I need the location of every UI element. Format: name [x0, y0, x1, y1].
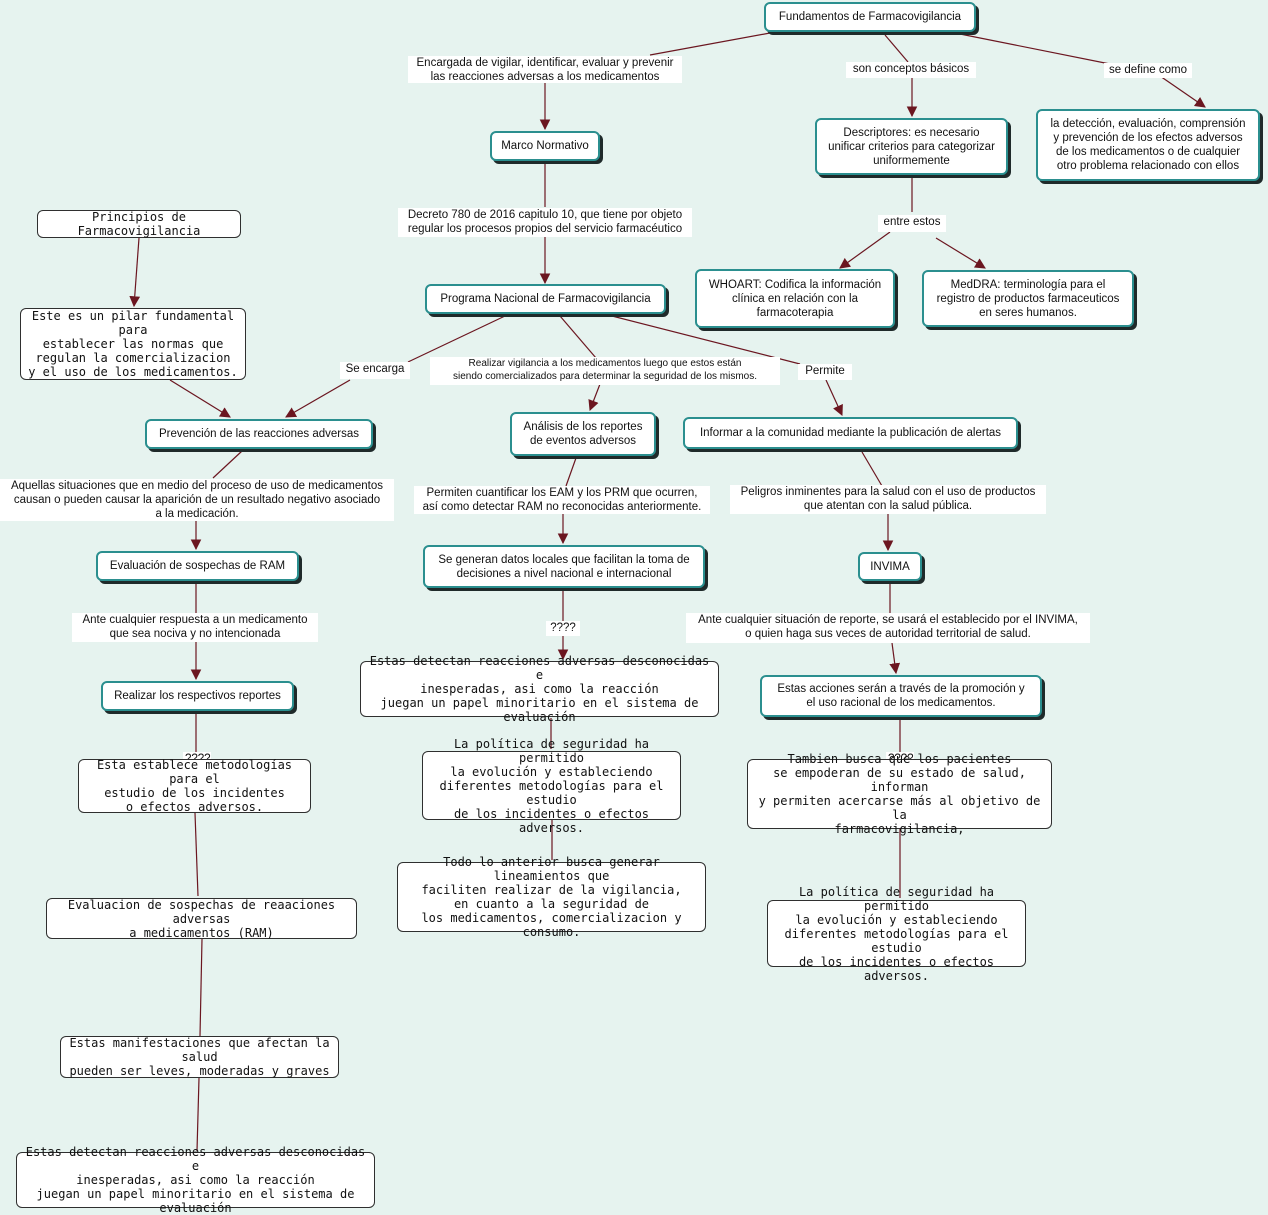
node-principios[interactable]: Principios de Farmacovigilancia	[37, 210, 241, 238]
label-ante-nociva: Ante cualquier respuesta a un medicament…	[72, 613, 318, 642]
label-entre-estos: entre estos	[878, 215, 946, 232]
label-unknown-left: ????	[183, 752, 211, 759]
node-fundamentos[interactable]: Fundamentos de Farmacovigilancia	[764, 2, 976, 32]
node-meddra[interactable]: MedDRA: terminología para el registro de…	[922, 270, 1134, 327]
label-encargada: Encargada de vigilar, identificar, evalu…	[408, 56, 682, 83]
node-realizar-reportes[interactable]: Realizar los respectivos reportes	[101, 681, 294, 711]
label-unknown-right: ????	[886, 752, 914, 759]
node-analisis-reportes[interactable]: Análisis de los reportes de eventos adve…	[510, 412, 656, 456]
node-whoart[interactable]: WHOART: Codifica la información clínica …	[695, 269, 895, 328]
label-peligros: Peligros inminentes para la salud con el…	[730, 485, 1046, 514]
node-programa-nacional[interactable]: Programa Nacional de Farmacovigilancia	[425, 284, 666, 314]
node-definicion[interactable]: la detección, evaluación, comprensión y …	[1036, 109, 1260, 181]
label-se-define-como: se define como	[1104, 63, 1192, 78]
node-metodologias[interactable]: Esta establece metodologías para el estu…	[78, 758, 311, 814]
node-detectan-mid[interactable]: Estas detectan reacciones adversas desco…	[360, 654, 719, 724]
label-cuantificar: Permiten cuantificar los EAM y los PRM q…	[414, 486, 710, 514]
node-datos-locales[interactable]: Se generan datos locales que facilitan l…	[423, 545, 705, 588]
node-politica-right[interactable]: La política de seguridad ha permitido la…	[767, 885, 1026, 983]
label-realizar-vigilancia: Realizar vigilancia a los medicamentos l…	[430, 357, 780, 385]
node-prevencion[interactable]: Prevención de las reacciones adversas	[145, 419, 373, 449]
node-detectan-bottom[interactable]: Estas detectan reacciones adversas desco…	[16, 1145, 375, 1215]
node-informar-alertas[interactable]: Informar a la comunidad mediante la publ…	[683, 417, 1018, 449]
label-permite: Permite	[798, 364, 852, 380]
node-descriptores[interactable]: Descriptores: es necesario unificar crit…	[815, 118, 1008, 175]
label-unknown-mid: ????	[546, 621, 580, 636]
node-acciones[interactable]: Estas acciones serán a través de la prom…	[760, 675, 1042, 717]
label-se-encarga: Se encarga	[340, 362, 410, 379]
node-evaluacion-ram[interactable]: Evaluación de sospechas de RAM	[96, 551, 299, 581]
node-invima[interactable]: INVIMA	[858, 552, 922, 581]
label-decreto: Decreto 780 de 2016 capitulo 10, que tie…	[398, 208, 692, 237]
label-conceptos-basicos: son conceptos básicos	[846, 62, 976, 78]
node-lineamientos[interactable]: Todo lo anterior busca generar lineamien…	[397, 855, 706, 939]
node-evaluacion-reacciones[interactable]: Evaluacion de sospechas de reaaciones ad…	[46, 898, 357, 940]
label-ante-reporte: Ante cualquier situación de reporte, se …	[686, 613, 1090, 643]
node-politica-mid[interactable]: La política de seguridad ha permitido la…	[422, 737, 681, 835]
node-marco-normativo[interactable]: Marco Normativo	[490, 131, 600, 161]
node-manifestaciones[interactable]: Estas manifestaciones que afectan la sal…	[60, 1036, 339, 1078]
node-pacientes[interactable]: Tambien busca que los pacientes se empod…	[747, 752, 1052, 836]
label-aquellas-situaciones: Aquellas situaciones que en medio del pr…	[0, 479, 394, 521]
node-pilar[interactable]: Este es un pilar fundamental para establ…	[20, 308, 246, 380]
